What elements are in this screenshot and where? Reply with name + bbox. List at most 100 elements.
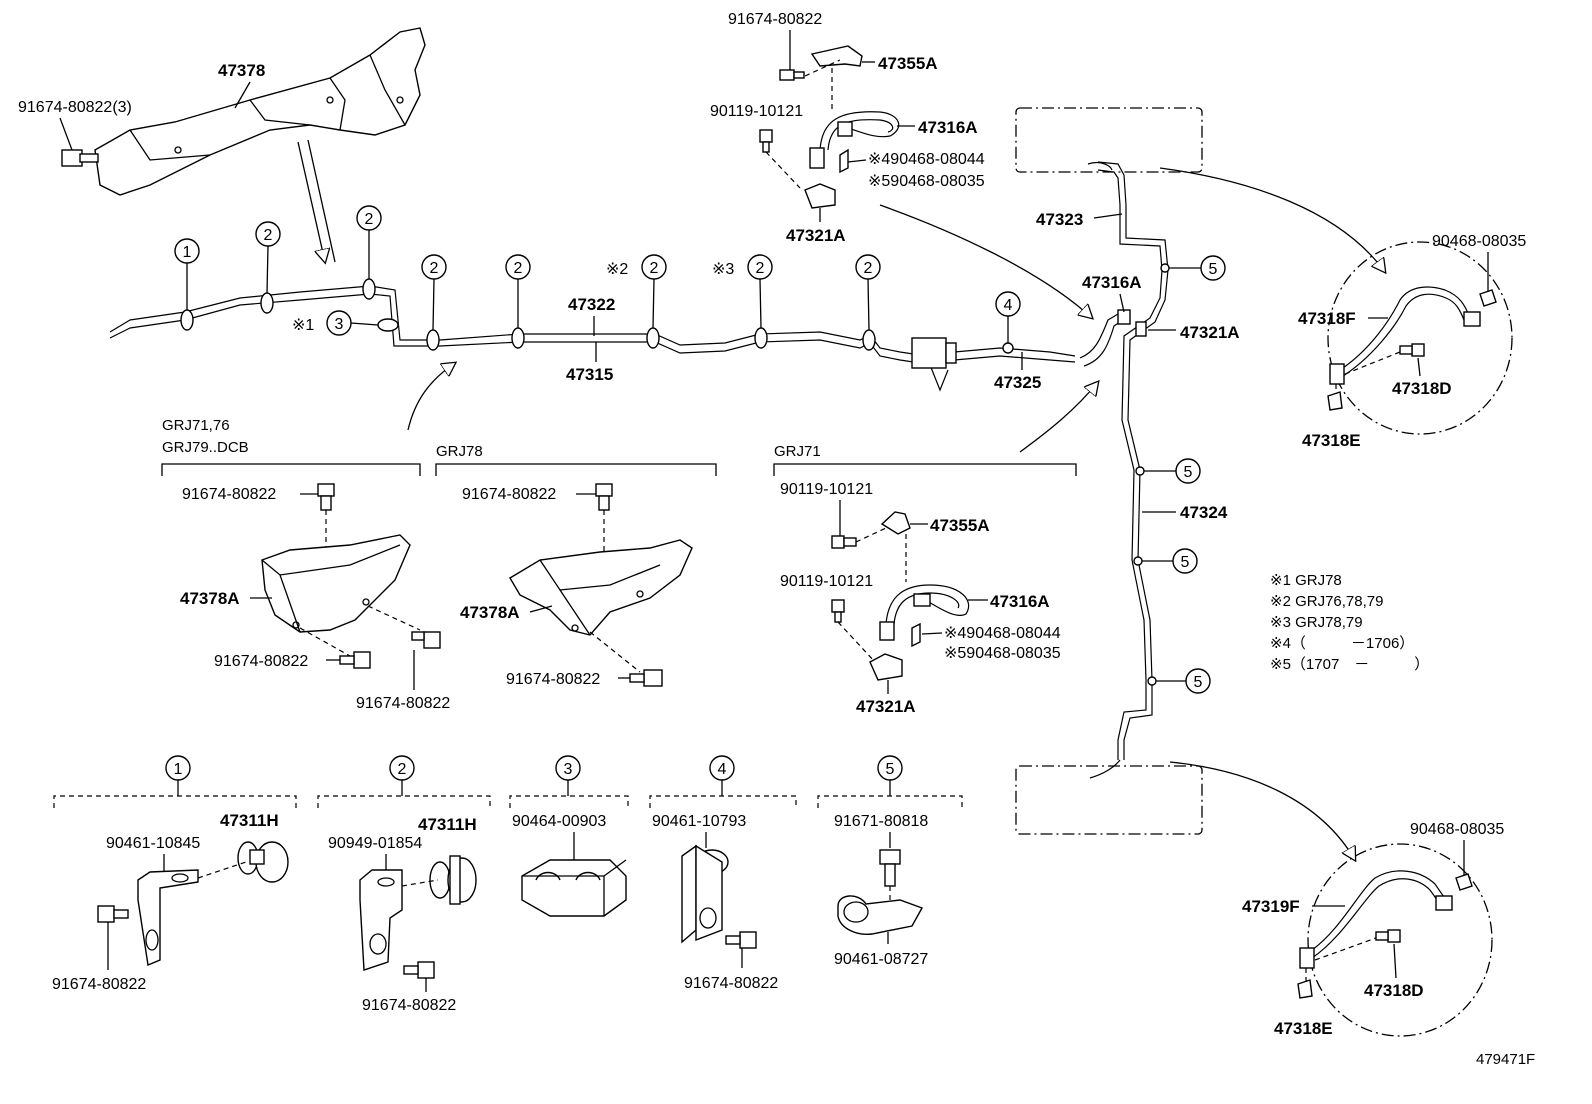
svg-text:2: 2 [650, 260, 659, 277]
hose-47319F [1299, 870, 1453, 969]
hose-47318F [1329, 286, 1481, 385]
bolt-icon [629, 669, 663, 687]
label-47318E-bottom: 47318E [1274, 1019, 1333, 1038]
label-note4-b: ※490468-08044 [944, 625, 1061, 642]
svg-text:※1: ※1 [292, 317, 314, 334]
bolt-icon [759, 129, 773, 153]
label-47318D-top: 47318D [1392, 379, 1452, 398]
bracket-90461-10845 [137, 869, 199, 966]
svg-text:4: 4 [1004, 297, 1013, 314]
bracket-90949-01854 [359, 869, 403, 971]
clip-90464-00903 [521, 859, 627, 917]
note-4: ※4（ －1706） [1270, 635, 1414, 652]
label-47355A-top: 47355A [878, 54, 938, 73]
diagram-id: 479471F [1476, 1051, 1535, 1068]
bolt-icon [1375, 929, 1401, 943]
label-90461-10793: 90461-10793 [652, 813, 746, 830]
callouts-right: 5 5 5 5 [1142, 255, 1226, 694]
bolt-icon [779, 69, 805, 81]
bolt-icon [1399, 343, 1425, 357]
variant-grj78: GRJ78 [436, 443, 483, 460]
callouts-main: 1 2 2 ※1 3 2 2 ※2 2 ※3 2 2 4 [174, 205, 1021, 343]
label-47378A-b: 47378A [460, 603, 520, 622]
variant-grj79-dcb: GRJ79..DCB [162, 439, 249, 456]
hose-47316A-right [1079, 309, 1147, 367]
label-91674-80822-top: 91674-80822 [728, 11, 822, 28]
label-47323: 47323 [1036, 210, 1083, 229]
hose-47316A-b [879, 584, 970, 641]
svg-text:5: 5 [1194, 674, 1203, 691]
bolt-icon [831, 599, 845, 623]
label-90461-10845: 90461-10845 [106, 835, 200, 852]
detail-box-bottom [1015, 765, 1203, 835]
svg-text:2: 2 [756, 260, 765, 277]
insulator-47378A-b [509, 539, 693, 636]
wheel-cylinder-47321A [804, 183, 836, 209]
label-47311H-b: 47311H [418, 815, 477, 834]
bolt-icon [97, 905, 129, 923]
bracket-47355A-b [880, 511, 911, 535]
label-90949-01854: 90949-01854 [328, 835, 422, 852]
bolt-icon [339, 651, 371, 669]
wheel-cylinder-47321A-b [869, 653, 903, 681]
label-47316A-top: 47316A [918, 118, 978, 137]
label-47321A-right: 47321A [1180, 323, 1240, 342]
hose-47316A-top [809, 111, 900, 169]
bolt-icon [879, 849, 901, 887]
note-2: ※2 GRJ76,78,79 [1270, 593, 1383, 610]
svg-text:2: 2 [398, 761, 407, 778]
label-91674-80822-c: 91674-80822 [356, 695, 450, 712]
label-47316A-b: 47316A [990, 592, 1050, 611]
label-note4-top: ※490468-08044 [868, 151, 985, 168]
svg-text:5: 5 [1209, 261, 1218, 278]
label-47315: 47315 [566, 365, 613, 384]
grommet-47311H-a [237, 841, 289, 883]
svg-text:1: 1 [174, 761, 183, 778]
bolt-icon [831, 535, 857, 549]
svg-text:3: 3 [564, 761, 573, 778]
bolt-icon [725, 931, 757, 949]
detail-ellipse-bottom [1307, 843, 1493, 1037]
label-90119-10121-b: 90119-10121 [780, 573, 873, 590]
label-47324: 47324 [1180, 503, 1228, 522]
svg-text:2: 2 [864, 260, 873, 277]
label-91674-80822-3: 91674-80822(3) [18, 99, 132, 116]
grommet-47311H-b [429, 855, 477, 905]
notes-block: ※1 GRJ78 ※2 GRJ76,78,79 ※3 GRJ78,79 ※4（ … [1270, 572, 1429, 673]
label-47321A-top: 47321A [786, 226, 846, 245]
label-47311H-a: 47311H [220, 811, 279, 830]
svg-text:2: 2 [365, 211, 374, 228]
label-47318E-top: 47318E [1302, 431, 1361, 450]
svg-text:4: 4 [718, 761, 727, 778]
bolt-icon [411, 631, 441, 649]
label-47318D-bottom: 47318D [1364, 981, 1424, 1000]
label-90464-00903: 90464-00903 [512, 813, 606, 830]
label-note5-top: ※590468-08035 [868, 173, 985, 190]
label-91674-80822-e: 91674-80822 [506, 671, 600, 688]
label-47321A-b: 47321A [856, 697, 916, 716]
label-91674-80822-g: 91674-80822 [362, 997, 456, 1014]
label-91674-80822-b: 91674-80822 [214, 653, 308, 670]
label-90119-10121-top: 90119-10121 [710, 103, 803, 120]
main-brake-lines [109, 285, 1076, 392]
svg-text:※2: ※2 [606, 261, 628, 278]
bracket-47355A [810, 45, 863, 67]
clamp-markers [180, 278, 1014, 354]
label-47378A-a: 47378A [180, 589, 240, 608]
variant-grj71: GRJ71 [774, 443, 821, 460]
label-90468-08035-a: 90468-08035 [1432, 233, 1526, 250]
label-91674-80822-d: 91674-80822 [462, 486, 556, 503]
note-3: ※3 GRJ78,79 [1270, 614, 1363, 631]
insulator-47378 [94, 27, 426, 196]
label-47319F: 47319F [1242, 897, 1300, 916]
svg-text:2: 2 [264, 227, 273, 244]
label-91674-80822-a: 91674-80822 [182, 486, 276, 503]
svg-text:2: 2 [430, 260, 439, 277]
svg-text:2: 2 [514, 260, 523, 277]
label-90461-08727: 90461-08727 [834, 951, 928, 968]
bolt-icon [317, 483, 335, 511]
note-1: ※1 GRJ78 [1270, 572, 1342, 589]
variant-grj71-76: GRJ71,76 [162, 417, 230, 434]
label-47325: 47325 [994, 373, 1041, 392]
svg-text:5: 5 [886, 761, 895, 778]
